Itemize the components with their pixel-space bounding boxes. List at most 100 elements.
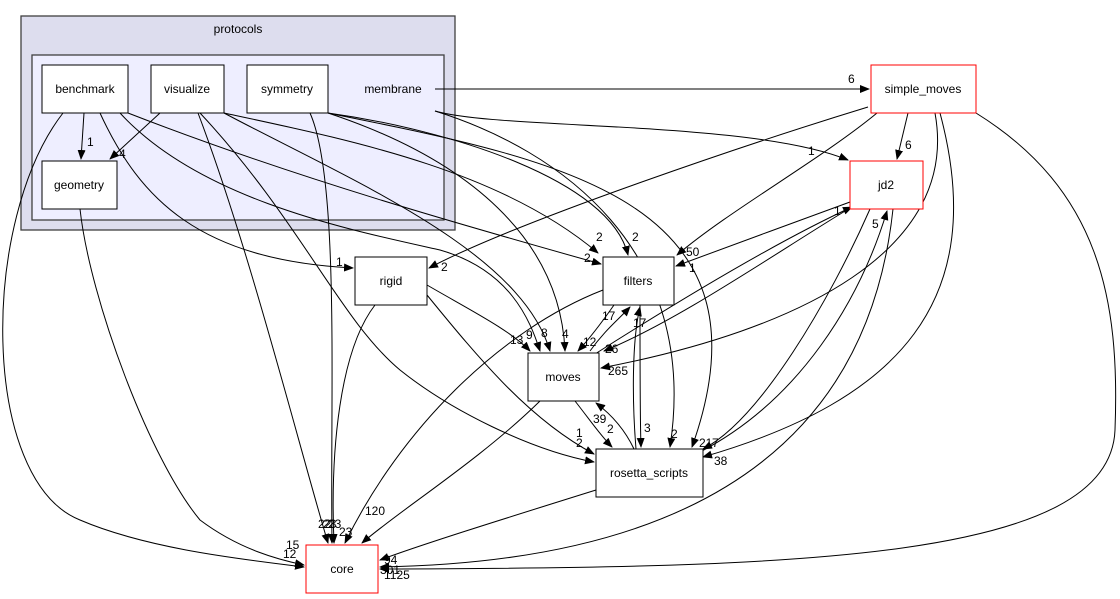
edge-simple-moves-to-core[interactable]: 1125: [379, 112, 1117, 582]
edge-line: [199, 112, 595, 465]
node-symmetry[interactable]: symmetry: [246, 64, 329, 114]
edge-benchmark-to-rigid[interactable]: 1: [99, 112, 354, 272]
edge-filters-to-core[interactable]: 23: [339, 289, 604, 544]
edge-geometry-to-core[interactable]: 12: [79, 208, 305, 568]
edge-label[interactable]: 265: [608, 364, 628, 378]
edge-symmetry-to-core[interactable]: 23: [309, 112, 337, 544]
node-membrane-label[interactable]: membrane: [364, 82, 422, 96]
edge-label[interactable]: 12: [283, 547, 297, 561]
node-label-filters: filters: [624, 274, 653, 288]
edge-label[interactable]: 4: [562, 327, 569, 341]
node-rosetta-scripts[interactable]: rosetta_scripts: [595, 448, 704, 498]
edge-label[interactable]: 2: [576, 436, 583, 450]
edge-label[interactable]: 1: [336, 255, 343, 269]
cluster-label-protocols: protocols: [214, 22, 263, 36]
edge-label[interactable]: 7: [712, 436, 719, 450]
edge-filters-to-rosetta-scripts[interactable]: 3: [636, 304, 651, 448]
node-filters[interactable]: filters: [602, 256, 675, 306]
edge-line: [699, 210, 889, 453]
edge-membrane-to-rosetta-scripts[interactable]: 2: [434, 110, 678, 448]
edge-jd2-to-filters[interactable]: 1: [675, 201, 851, 275]
edge-line: [426, 284, 531, 352]
edge-label[interactable]: 2: [584, 251, 591, 265]
edge-simple-moves-to-moves[interactable]: 265: [600, 112, 938, 378]
edge-label[interactable]: 1: [808, 144, 815, 158]
node-geometry[interactable]: geometry: [41, 160, 118, 210]
edge-label[interactable]: 1125: [384, 568, 410, 582]
edge-line: [379, 489, 597, 561]
edge-rosetta-scripts-to-jd2[interactable]: 5: [699, 210, 889, 453]
edge-jd2-to-rosetta-scripts[interactable]: 7: [702, 208, 871, 450]
node-benchmark[interactable]: benchmark: [41, 64, 129, 114]
edge-visualize-to-moves[interactable]: 8: [223, 112, 552, 352]
node-rigid[interactable]: rigid: [354, 256, 428, 306]
edge-symmetry-to-moves[interactable]: 4: [327, 112, 569, 352]
edge-label[interactable]: 15: [286, 538, 300, 552]
edge-moves-to-filters[interactable]: 17: [589, 306, 631, 352]
edge-line: [327, 112, 713, 448]
edge-label[interactable]: 2: [441, 260, 448, 274]
node-visualize[interactable]: visualize: [150, 64, 225, 114]
edge-label[interactable]: 13: [510, 333, 524, 347]
edge-label[interactable]: 1: [834, 204, 841, 218]
node-jd2[interactable]: jd2: [849, 160, 924, 210]
edge-line: [223, 112, 552, 352]
edge-benchmark-to-core[interactable]: 15: [2, 112, 305, 570]
edge-label[interactable]: 5: [872, 217, 879, 231]
edge-line: [197, 112, 330, 544]
edge-simple-moves-to-rigid[interactable]: 2: [428, 106, 869, 274]
edge-line: [379, 208, 894, 571]
edge-simple-moves-to-jd2[interactable]: 6: [895, 112, 912, 160]
edge-benchmark-to-moves[interactable]: 9: [119, 112, 542, 352]
edge-label[interactable]: 120: [365, 504, 385, 518]
edge-label[interactable]: 1: [576, 426, 583, 440]
node-moves[interactable]: moves: [527, 352, 600, 402]
edge-filters-to-moves[interactable]: 12: [577, 304, 615, 352]
edge-moves-to-rosetta-scripts[interactable]: 39: [574, 400, 613, 448]
edge-label[interactable]: 50: [686, 245, 700, 259]
edge-line: [434, 110, 849, 161]
edge-label[interactable]: 8: [541, 326, 548, 340]
edge-visualize-to-rosetta-scripts[interactable]: 2: [199, 112, 595, 465]
edge-visualize-to-filters[interactable]: 2: [223, 112, 603, 254]
edge-membrane-to-simple-moves[interactable]: 6: [435, 72, 870, 93]
edge-symmetry-to-filters[interactable]: 2: [327, 112, 639, 256]
edge-rigid-to-rosetta-scripts[interactable]: 1: [426, 294, 595, 455]
edge-visualize-to-core[interactable]: 22: [197, 112, 332, 544]
edge-line: [574, 400, 613, 448]
edge-label[interactable]: 23: [339, 525, 353, 539]
edge-moves-to-core[interactable]: 120: [361, 400, 541, 544]
edge-membrane-to-jd2[interactable]: 1: [434, 110, 849, 161]
node-label-symmetry: symmetry: [261, 82, 313, 96]
edge-label[interactable]: 23: [323, 517, 337, 531]
edge-moves-to-jd2[interactable]: 1: [594, 204, 853, 355]
edge-label[interactable]: 2: [596, 230, 603, 244]
edge-simple-moves-to-rosetta-scripts[interactable]: 38: [702, 112, 954, 468]
edge-line: [79, 208, 305, 568]
node-simple-moves[interactable]: simple_moves: [870, 64, 977, 114]
edge-label[interactable]: 2: [632, 230, 639, 244]
edge-simple-moves-to-filters[interactable]: 50: [676, 112, 878, 259]
edge-line: [361, 400, 541, 544]
edge-label[interactable]: 1: [87, 135, 94, 149]
edge-benchmark-to-filters[interactable]: 2: [127, 112, 602, 266]
edge-label[interactable]: 38: [714, 454, 728, 468]
edge-line: [109, 112, 161, 160]
edge-rigid-to-moves[interactable]: 13: [426, 284, 531, 352]
edge-rosetta-scripts-to-core[interactable]: 94: [379, 489, 597, 567]
node-core[interactable]: core: [305, 544, 379, 594]
edge-label[interactable]: 9: [526, 328, 533, 342]
edge-label[interactable]: 2: [607, 422, 614, 436]
edge-label[interactable]: 6: [848, 72, 855, 86]
edge-rosetta-scripts-to-moves[interactable]: 2: [595, 402, 635, 450]
edge-label[interactable]: 6: [905, 138, 912, 152]
edge-label[interactable]: 2: [671, 427, 678, 441]
edge-label[interactable]: 17: [602, 309, 616, 323]
edge-label[interactable]: 12: [583, 335, 597, 349]
edge-label[interactable]: 22: [318, 517, 332, 531]
edge-benchmark-to-geometry[interactable]: 1: [77, 112, 94, 160]
edge-label[interactable]: 39: [593, 412, 607, 426]
edge-label[interactable]: 3: [644, 421, 651, 435]
edge-label[interactable]: 26: [605, 342, 619, 356]
